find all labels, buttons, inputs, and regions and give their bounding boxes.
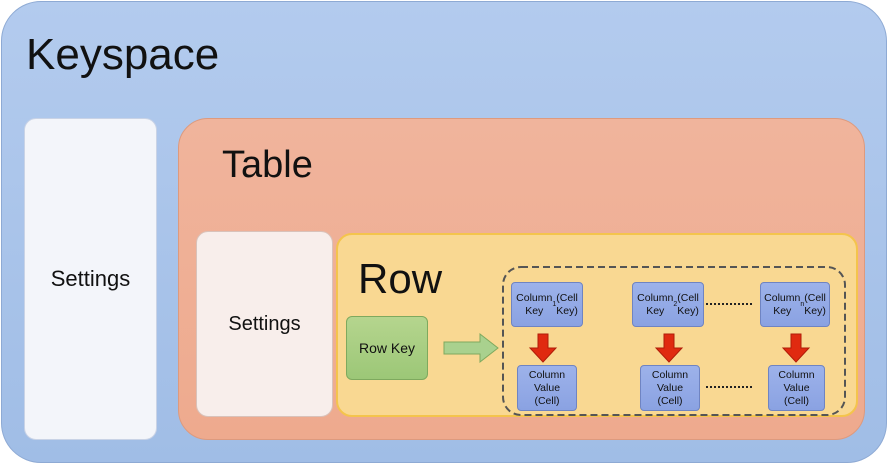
column-key-text: Column Key — [637, 291, 674, 317]
column-value-box: Column Value (Cell) — [640, 365, 700, 411]
column-key-suffix: (Cell Key) — [804, 291, 826, 317]
column-key-text: Column Key — [516, 291, 553, 317]
row-key-box: Row Key — [346, 316, 428, 380]
keyspace-settings-box: Settings — [24, 118, 157, 440]
table-title: Table — [222, 144, 313, 186]
column-key-suffix: (Cell Key) — [556, 291, 578, 317]
column-value-box: Column Value (Cell) — [768, 365, 825, 411]
column-key-subscript: 1 — [552, 301, 557, 308]
column-key-subscript: n — [800, 301, 805, 308]
column-key-subscript: 2 — [673, 301, 678, 308]
column-value-box: Column Value (Cell) — [517, 365, 577, 411]
keyspace-title: Keyspace — [26, 30, 220, 79]
table-settings-box: Settings — [196, 231, 333, 417]
column-key-text: Column Key — [764, 291, 801, 317]
row-title: Row — [358, 255, 443, 302]
column-key-suffix: (Cell Key) — [677, 291, 699, 317]
